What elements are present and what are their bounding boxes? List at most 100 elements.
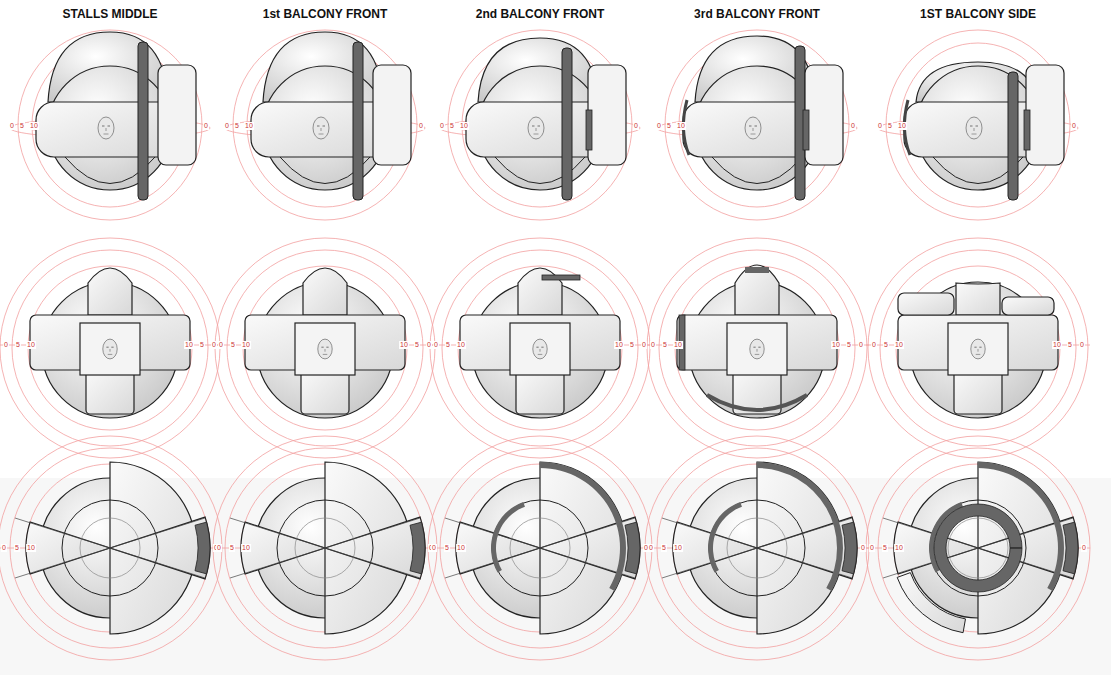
scale-ring: [866, 436, 1090, 660]
drawing-part: [970, 126, 973, 127]
scale-number: 5: [234, 122, 240, 130]
section-line: [230, 518, 420, 578]
scale-number: 0: [433, 341, 439, 349]
drawing-part: [536, 347, 538, 348]
reflector-ring: [934, 504, 1022, 592]
drawing-part: [974, 128, 975, 131]
drawing-part: [978, 349, 979, 352]
column-heading: 3rd BALCONY FRONT: [694, 7, 820, 21]
scale-ring: [675, 266, 839, 430]
drawing-part: [317, 126, 320, 127]
scale-number: 0: [850, 122, 856, 130]
scale-ring: [18, 30, 202, 220]
scale-number: 0: [431, 544, 437, 552]
drawing-part: [749, 126, 752, 127]
head-figure: [750, 339, 764, 359]
scale-number: 0: [871, 341, 877, 349]
reflector-strip: [138, 42, 148, 200]
side-panel: [1026, 65, 1064, 165]
scale-number: 0: [877, 122, 883, 130]
scale-ring: [659, 250, 855, 446]
reflector-strip: [1008, 72, 1018, 200]
scale-ring: [227, 250, 423, 446]
scale-number: 5: [414, 341, 420, 349]
section-line: [445, 518, 635, 578]
scale-number: 0: [656, 122, 662, 130]
drawing-part: [979, 347, 981, 348]
section-line: [230, 518, 420, 578]
scale-number: 10: [399, 341, 409, 349]
wedge-panel: [325, 517, 425, 579]
scale-ring: [442, 250, 638, 446]
scale-number: 0: [9, 122, 15, 130]
scale-number: 5: [14, 544, 20, 552]
scale-number: 5: [629, 341, 635, 349]
column-heading: 1st BALCONY FRONT: [263, 7, 387, 21]
scale-number: 10: [26, 341, 36, 349]
reflector-strip: [586, 110, 592, 150]
reflector-strip: [353, 42, 363, 200]
drawing-part: [102, 126, 105, 127]
scale-number: 0: [426, 341, 432, 349]
column-heading: 1ST BALCONY SIDE: [920, 7, 1036, 21]
wedge-panel: [26, 522, 110, 574]
drawing-part: [974, 347, 976, 348]
drawing-part: [104, 134, 109, 135]
reflector-strip: [625, 522, 640, 574]
center-panel: [295, 323, 355, 375]
head-figure: [528, 117, 544, 139]
scale-ring: [428, 436, 652, 660]
scale-number: 0: [1071, 122, 1077, 130]
drawing-part: [532, 126, 535, 127]
scale-ring: [886, 30, 1070, 220]
drawing-part: [976, 354, 981, 355]
scale-ring: [647, 238, 867, 458]
lower-panel: [712, 157, 802, 184]
head-figure: [98, 117, 114, 139]
scale-number: 0: [218, 341, 224, 349]
lower-panel: [301, 370, 349, 414]
drawing-part: [757, 349, 758, 352]
drawing-part: [540, 349, 541, 352]
scale-number: 5: [199, 341, 205, 349]
scale-number: 0: [641, 341, 647, 349]
scale-ring: [896, 266, 1060, 430]
drawing-part: [538, 126, 541, 127]
scale-ring: [440, 448, 640, 648]
scale-number: 10: [673, 544, 683, 552]
lower-panel: [516, 370, 564, 414]
reflector-strip: [745, 267, 769, 273]
section-line: [883, 518, 1073, 578]
center-panel: [80, 323, 140, 375]
reflector-strip: [1024, 110, 1030, 150]
head-figure: [318, 339, 332, 359]
scale-number: 0: [1079, 341, 1085, 349]
scale-number: 10: [897, 122, 907, 130]
scale-number: 10: [456, 341, 466, 349]
scale-number: 10: [614, 341, 624, 349]
section-line: [662, 518, 852, 578]
drawing-part: [753, 347, 755, 348]
scale-number: 10: [894, 341, 904, 349]
scale-ring: [243, 266, 407, 430]
scale-number: 0: [224, 122, 230, 130]
drawing-part: [106, 347, 108, 348]
scale-number: 0: [418, 122, 424, 130]
scale-number: 10: [241, 544, 251, 552]
section-line: [883, 518, 1073, 578]
drawing-part: [976, 126, 979, 127]
reflector-strip: [491, 502, 525, 573]
drawing-part: [321, 128, 322, 131]
drawing-part: [111, 347, 113, 348]
scale-number: 0: [1, 544, 7, 552]
section-line: [15, 518, 205, 578]
scale-ring: [657, 448, 857, 648]
side-panel: [805, 65, 843, 165]
head-figure: [103, 339, 117, 359]
side-panel: [158, 65, 196, 165]
reflector-strip: [540, 462, 626, 591]
drawing-part: [755, 126, 758, 127]
drawing-part: [755, 354, 760, 355]
scale-number: 10: [894, 544, 904, 552]
